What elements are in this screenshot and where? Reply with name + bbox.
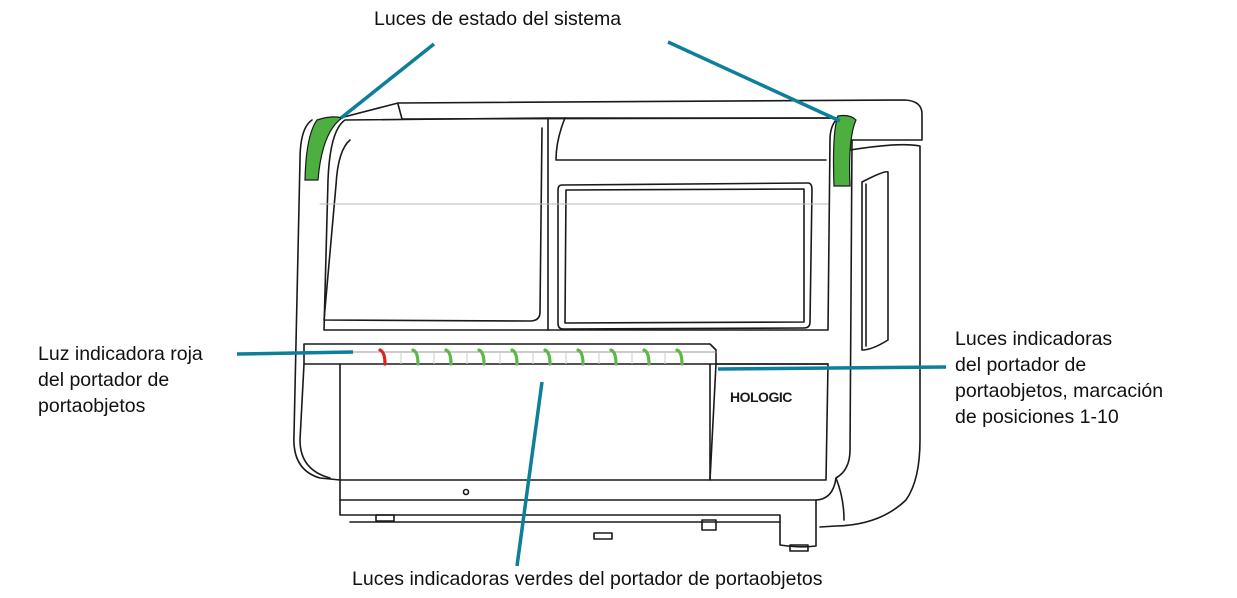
label-line: portaobjetos <box>38 395 146 417</box>
top-lid <box>339 99 923 141</box>
right-side-panel <box>819 143 921 528</box>
label-line: portaobjetos, marcación <box>955 380 1164 402</box>
slot-light-green <box>444 348 453 366</box>
label-system-status-lights: Luces de estado del sistema <box>374 6 621 32</box>
foot-left <box>375 514 395 522</box>
label-line: Luces indicadoras verdes del portador de… <box>352 568 823 590</box>
label-line: Luces indicadoras <box>955 328 1113 350</box>
lower-drawer <box>339 363 711 481</box>
slot-light-green <box>510 348 519 366</box>
foot-right <box>789 544 809 552</box>
label-line: Luces de estado del sistema <box>374 8 622 30</box>
leader-status-left <box>339 42 436 120</box>
foot-mid <box>593 532 613 540</box>
slot-light-green <box>543 348 552 366</box>
slot-light-green <box>411 348 420 366</box>
status-light-left <box>304 116 344 181</box>
leader-status-right <box>667 40 841 123</box>
left-door <box>323 117 549 331</box>
usb-port <box>701 519 717 531</box>
status-light-right <box>832 114 857 187</box>
slot-light-green <box>675 348 684 366</box>
label-line: de posiciones 1-10 <box>955 406 1119 428</box>
label-line: del portador de <box>955 354 1087 376</box>
label-line: Luz indicadora roja <box>38 343 203 365</box>
slot-light-red <box>378 348 387 366</box>
slot-light-green <box>642 348 651 366</box>
leader-position-markers <box>717 365 947 371</box>
left-window <box>323 127 543 322</box>
label-indicator-positions: Luces indicadoras del portador de portao… <box>955 326 1163 430</box>
slot-light-green <box>477 348 486 366</box>
side-window <box>861 170 889 351</box>
right-upper-panel <box>547 117 839 331</box>
label-line: del portador de <box>38 369 170 391</box>
label-red-indicator: Luz indicadora roja del portador de port… <box>38 341 203 419</box>
leader-red-indicator <box>236 350 354 356</box>
label-green-indicators: Luces indicadoras verdes del portador de… <box>352 566 822 592</box>
slot-indicator-lights <box>378 348 684 366</box>
logo-panel <box>709 363 829 481</box>
touch-screen <box>557 182 813 330</box>
drawer-button <box>462 488 470 496</box>
slot-light-green <box>576 348 585 366</box>
outer-body <box>293 119 853 501</box>
base <box>339 499 817 548</box>
hologic-logo: HOLOGIC <box>730 389 792 405</box>
leader-green-indicators <box>515 381 544 567</box>
slot-strip <box>303 343 717 365</box>
slot-light-green <box>609 348 618 366</box>
